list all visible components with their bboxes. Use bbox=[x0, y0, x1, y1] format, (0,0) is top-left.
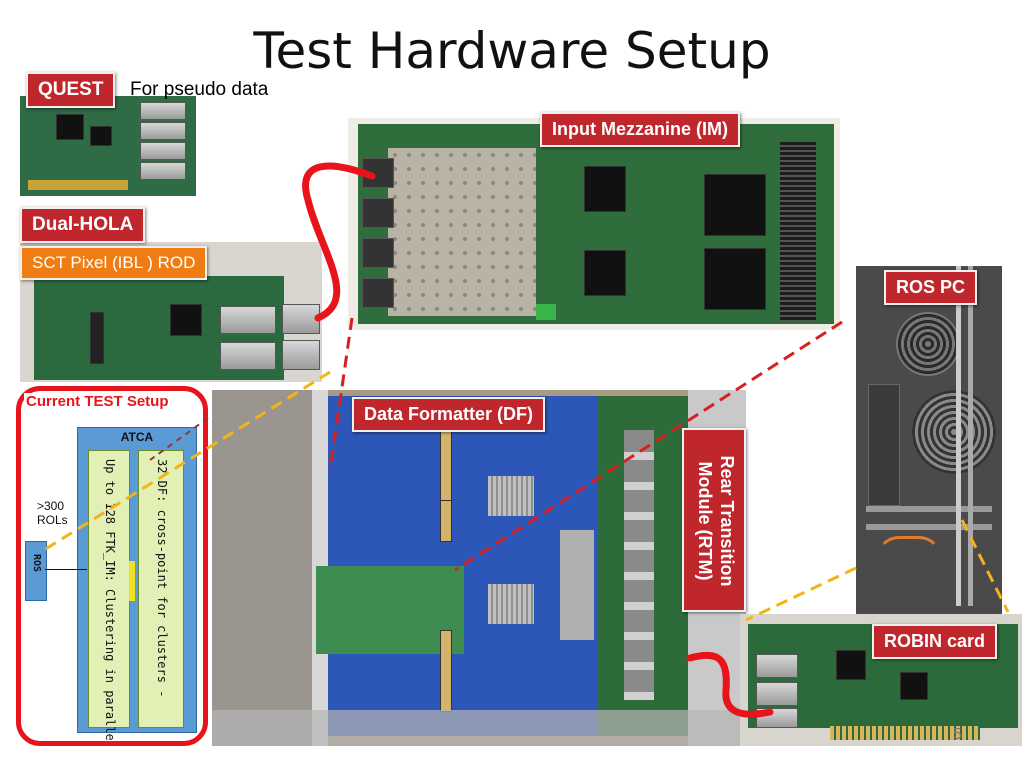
ros-box: ROS bbox=[25, 541, 47, 601]
im-column-text: Up to 128 FTK_IM: Clustering in parallel bbox=[103, 459, 117, 746]
data-formatter-label: Data Formatter (DF) bbox=[352, 397, 546, 432]
im-column: Up to 128 FTK_IM: Clustering in parallel bbox=[88, 450, 130, 741]
df-column: 32 DF: cross-point for clusters - bbox=[129, 450, 184, 728]
data-formatter-photo bbox=[212, 390, 746, 746]
page-number: 5 bbox=[953, 726, 962, 743]
df-column-text: 32 DF: cross-point for clusters - bbox=[155, 459, 169, 698]
current-test-setup-label: Current TEST Setup bbox=[24, 393, 171, 410]
rols-label: >300 ROLs bbox=[37, 499, 68, 527]
quest-note: For pseudo data bbox=[130, 79, 269, 100]
input-mezzanine-label: Input Mezzanine (IM) bbox=[540, 112, 740, 147]
robin-card-label: ROBIN card bbox=[872, 624, 998, 659]
quest-label: QUEST bbox=[26, 72, 116, 108]
ros-pc-label: ROS PC bbox=[884, 270, 978, 305]
ros-pc-photo bbox=[856, 266, 1002, 614]
current-test-setup-frame: ATCA Up to 128 FTK_IM: Clustering in par… bbox=[16, 386, 208, 746]
quest-board-photo bbox=[20, 96, 196, 196]
atca-box: ATCA Up to 128 FTK_IM: Clustering in par… bbox=[77, 427, 197, 741]
rtm-label: Rear Transition Module (RTM) bbox=[682, 428, 746, 612]
atca-label: ATCA bbox=[120, 430, 154, 444]
page-title: Test Hardware Setup bbox=[253, 22, 771, 80]
input-mezzanine-photo bbox=[348, 118, 840, 330]
ros-box-text: ROS bbox=[31, 554, 42, 573]
dual-hola-label: Dual-HOLA bbox=[20, 207, 146, 243]
dashed-orange-robin-left bbox=[745, 566, 857, 622]
rtm-label-text: Rear Transition Module (RTM) bbox=[695, 455, 737, 587]
sct-rod-label: SCT Pixel (IBL ) ROD bbox=[20, 246, 208, 280]
